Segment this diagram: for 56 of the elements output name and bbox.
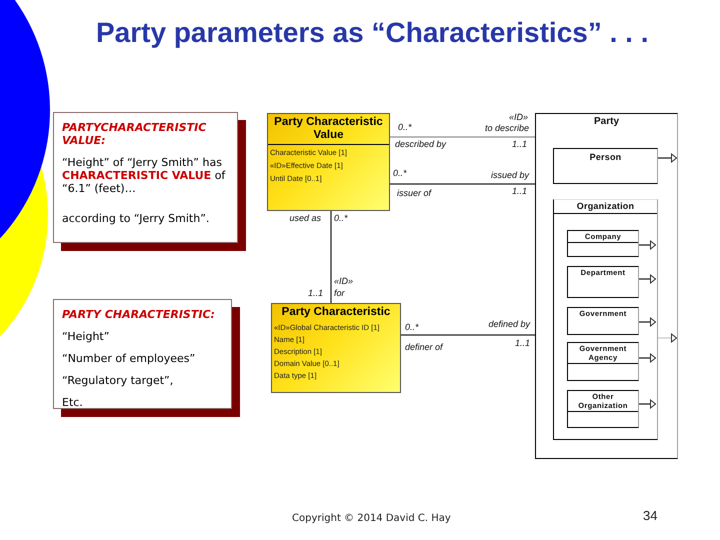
entity-name: Party xyxy=(592,115,620,128)
stereotype-label: «ID» xyxy=(508,112,528,123)
subtype-box xyxy=(567,266,639,298)
subtype-arrow xyxy=(638,274,656,284)
subtype-arrow xyxy=(658,154,678,162)
note-text: Etc. xyxy=(62,396,84,409)
subtype-box xyxy=(567,230,639,257)
entity-name: Party Characteristic xyxy=(280,305,392,320)
note-text: “Height” xyxy=(62,330,110,343)
copyright-notice: Copyright © 2014 David C. Hay xyxy=(292,513,451,525)
multiplicity: 1..1 xyxy=(512,139,527,150)
subtype-box xyxy=(553,199,658,440)
role-name: used as xyxy=(289,213,321,224)
role-name: to describe xyxy=(484,123,529,134)
role-name: issued by xyxy=(490,170,529,181)
relationship-line xyxy=(330,210,332,304)
entity-name: Party Characteristic Value xyxy=(268,114,389,145)
slide-title: Party parameters as “Characteristics” . . . xyxy=(96,17,649,49)
note-text: “Number of employees” xyxy=(62,352,196,365)
subtype-box xyxy=(567,307,639,335)
note-heading: PARTYCHARACTERISTIC VALUE: xyxy=(62,121,208,147)
note-text: “Regulatory target”, xyxy=(62,374,174,387)
multiplicity: 1..1 xyxy=(514,338,530,349)
role-name: defined by xyxy=(488,319,530,330)
page-number: 34 xyxy=(643,508,658,523)
note-text: according to “Jerry Smith”. xyxy=(62,212,210,225)
multiplicity: 0..* xyxy=(334,213,348,224)
subtype-box xyxy=(567,390,639,428)
subtype-arrow xyxy=(638,318,656,326)
subtype-box xyxy=(567,342,639,381)
multiplicity: 0..* xyxy=(398,122,412,133)
subtype-arrow xyxy=(658,334,678,342)
role-name: for xyxy=(334,288,345,299)
role-name: described by xyxy=(395,139,446,150)
entity-name: Organization xyxy=(554,200,657,214)
subtype-arrow xyxy=(638,354,656,362)
entity-box xyxy=(267,113,390,211)
note-card xyxy=(53,299,232,409)
subtype-arrow xyxy=(638,240,656,250)
stereotype-label: «ID» xyxy=(334,276,354,287)
multiplicity: 1..1 xyxy=(512,186,527,197)
multiplicity: 1..1 xyxy=(308,288,323,299)
note-text: “Height” of “Jerry Smith” has CHARACTERISTIC VALUE of “6.1” (feet)… xyxy=(62,156,226,195)
note-heading: PARTY CHARACTERISTIC: xyxy=(62,308,216,321)
supertype-box xyxy=(535,113,678,459)
multiplicity: 0..* xyxy=(393,168,407,179)
subtype-arrow xyxy=(638,400,656,408)
note-card xyxy=(53,112,238,243)
entity-name: Person xyxy=(588,151,622,163)
role-name: issuer of xyxy=(397,188,432,199)
role-name: definer of xyxy=(405,342,443,353)
relationship-line xyxy=(390,136,536,138)
entity-box xyxy=(271,303,401,393)
relationship-line xyxy=(400,334,536,336)
multiplicity: 0..* xyxy=(405,322,419,333)
subtype-box xyxy=(553,148,658,184)
